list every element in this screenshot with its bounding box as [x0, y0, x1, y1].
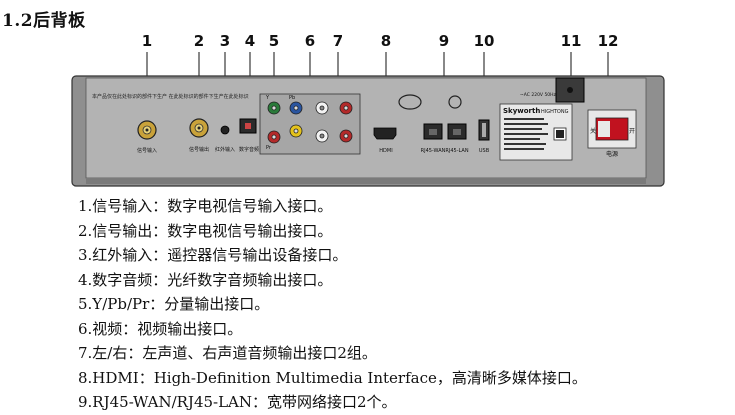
brand-name: Skyworth	[503, 107, 540, 115]
brand-sub: HIGHTONG	[541, 109, 569, 115]
callout-number: 9	[438, 32, 450, 50]
component-ports	[267, 101, 303, 144]
callout-number: 5	[268, 32, 280, 50]
description-item: 8.HDMI：High-Definition Multimedia Interf…	[78, 368, 587, 387]
description-item: 2.信号输出：数字电视信号输出接口。	[78, 221, 333, 240]
voltage-label: ~AC 220V 50Hz	[520, 92, 557, 98]
switch-on-label: 开	[629, 128, 635, 135]
port-label-ir-in: 红外输入	[215, 146, 235, 153]
ccc-mark	[398, 94, 422, 110]
description-item: 9.RJ45-WAN/RJ45-LAN：宽带网络接口2个。	[78, 393, 397, 411]
component-label-pr: Pr	[266, 145, 272, 151]
audio-lr-ports	[315, 101, 353, 143]
callout-number: 8	[380, 32, 392, 50]
panel-notice: 本产品仅在此处标识的部件下生产 在此处标识的部件下生产在此处标识	[92, 93, 249, 100]
section-title: 1.2后背板	[2, 11, 86, 31]
description-item: 7.左/右：左声道、右声道音频输出接口2组。	[78, 344, 377, 362]
callout-number: 12	[597, 32, 619, 50]
description-item: 1.信号输入：数字电视信号输入接口。	[78, 197, 333, 215]
description-item: 3.红外输入：遥控器信号输出设备接口。	[78, 246, 348, 264]
port-label-optical: 数字音频	[239, 146, 259, 153]
switch-off-label: 关	[590, 127, 596, 135]
port-label-wan: RJ45-WAN	[421, 148, 446, 154]
port-label-hdmi: HDMI	[379, 148, 392, 154]
callout-number: 6	[304, 32, 316, 50]
component-label-y: Y	[265, 95, 270, 101]
video-port	[289, 124, 303, 138]
description-item: 6.视频：视频输出接口。	[78, 319, 243, 338]
rear-panel-diagram: 本产品仅在此处标识的部件下生产 在此处标识的部件下生产在此处标识 信号输入 信号…	[71, 52, 665, 187]
port-label-signal-out: 信号输出	[189, 146, 209, 153]
description-item: 5.Y/Pb/Pr：分量输出接口。	[78, 295, 270, 313]
port-label-usb: USB	[479, 148, 490, 154]
callout-number: 10	[473, 32, 495, 50]
power-label: 电源	[606, 150, 618, 158]
callout-number: 7	[332, 32, 344, 50]
callout-number: 3	[219, 32, 231, 50]
description-item: 4.数字音频：光纤数字音频输出接口。	[78, 270, 333, 289]
ir-input-port	[220, 125, 230, 135]
hdmi-port	[373, 127, 397, 140]
port-label-signal-in: 信号输入	[137, 147, 157, 154]
callout-number: 2	[193, 32, 205, 50]
port-label-lan: RJ45-LAN	[445, 148, 468, 154]
callout-number: 11	[560, 32, 582, 50]
port-description-list: 1.信号输入：数字电视信号输入接口。 2.信号输出：数字电视信号输出接口。 3.…	[78, 194, 587, 415]
component-label-pb: Pb	[289, 95, 295, 101]
callout-number: 4	[244, 32, 256, 50]
callout-number: 1	[141, 32, 153, 50]
